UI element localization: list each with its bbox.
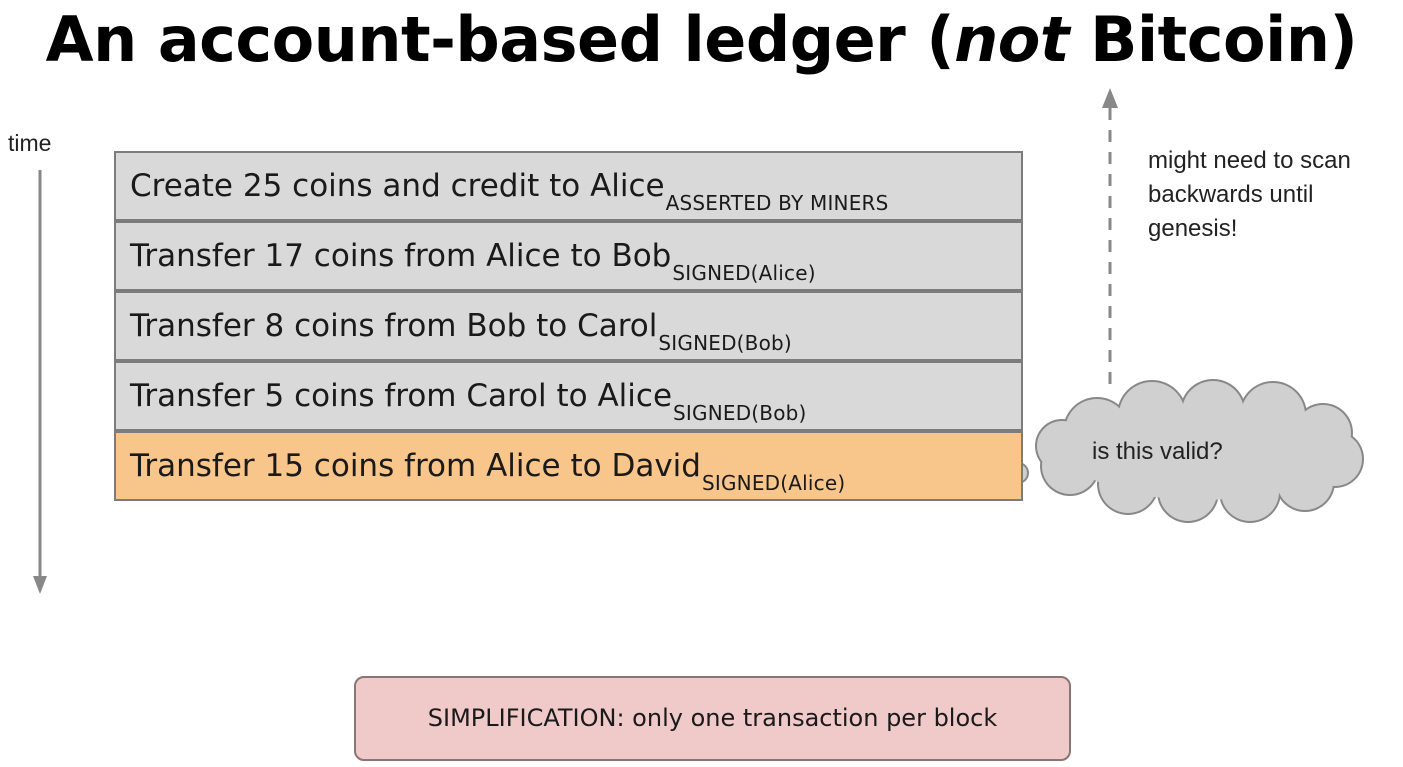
simplification-note: SIMPLIFICATION: only one transaction per… [354, 676, 1071, 761]
ledger-row-subscript: SIGNED(Bob) [658, 331, 792, 355]
ledger-row-text: Transfer 15 coins from Alice to David [130, 448, 701, 484]
ledger-row: Transfer 17 coins from Alice to BobSIGNE… [114, 221, 1023, 291]
title-suffix: Bitcoin) [1069, 3, 1358, 76]
thought-bubble-text: is this valid? [1092, 438, 1223, 465]
slide-title: An account-based ledger (not Bitcoin) [0, 0, 1403, 84]
scan-backwards-note: might need to scan backwards until genes… [1148, 147, 1351, 242]
ledger-row-text: Transfer 5 coins from Carol to Alice [130, 378, 673, 414]
ledger-row: Transfer 8 coins from Bob to CarolSIGNED… [114, 291, 1023, 361]
ledger-row-text: Transfer 17 coins from Alice to Bob [130, 238, 672, 274]
ledger-row-text: Create 25 coins and credit to Alice [130, 168, 665, 204]
ledger-row-text: Transfer 8 coins from Bob to Carol [130, 308, 658, 344]
time-arrow-head [33, 576, 47, 594]
time-axis-label: time [8, 130, 52, 156]
ledger-row-subscript: SIGNED(Bob) [673, 401, 807, 425]
ledger: Create 25 coins and credit to AliceASSER… [114, 151, 1023, 503]
ledger-row: Create 25 coins and credit to AliceASSER… [114, 151, 1023, 221]
ledger-row-subscript: SIGNED(Alice) [672, 261, 816, 285]
title-prefix: An account-based ledger ( [45, 3, 955, 76]
scan-back-arrow-head [1102, 88, 1118, 108]
thought-cloud [1035, 379, 1364, 523]
ledger-row-subscript: SIGNED(Alice) [701, 471, 846, 495]
title-emphasis: not [954, 3, 1070, 76]
ledger-row-subscript: ASSERTED BY MINERS [665, 191, 889, 215]
ledger-row-highlighted: Transfer 15 coins from Alice to DavidSIG… [114, 431, 1023, 501]
ledger-row: Transfer 5 coins from Carol to AliceSIGN… [114, 361, 1023, 431]
